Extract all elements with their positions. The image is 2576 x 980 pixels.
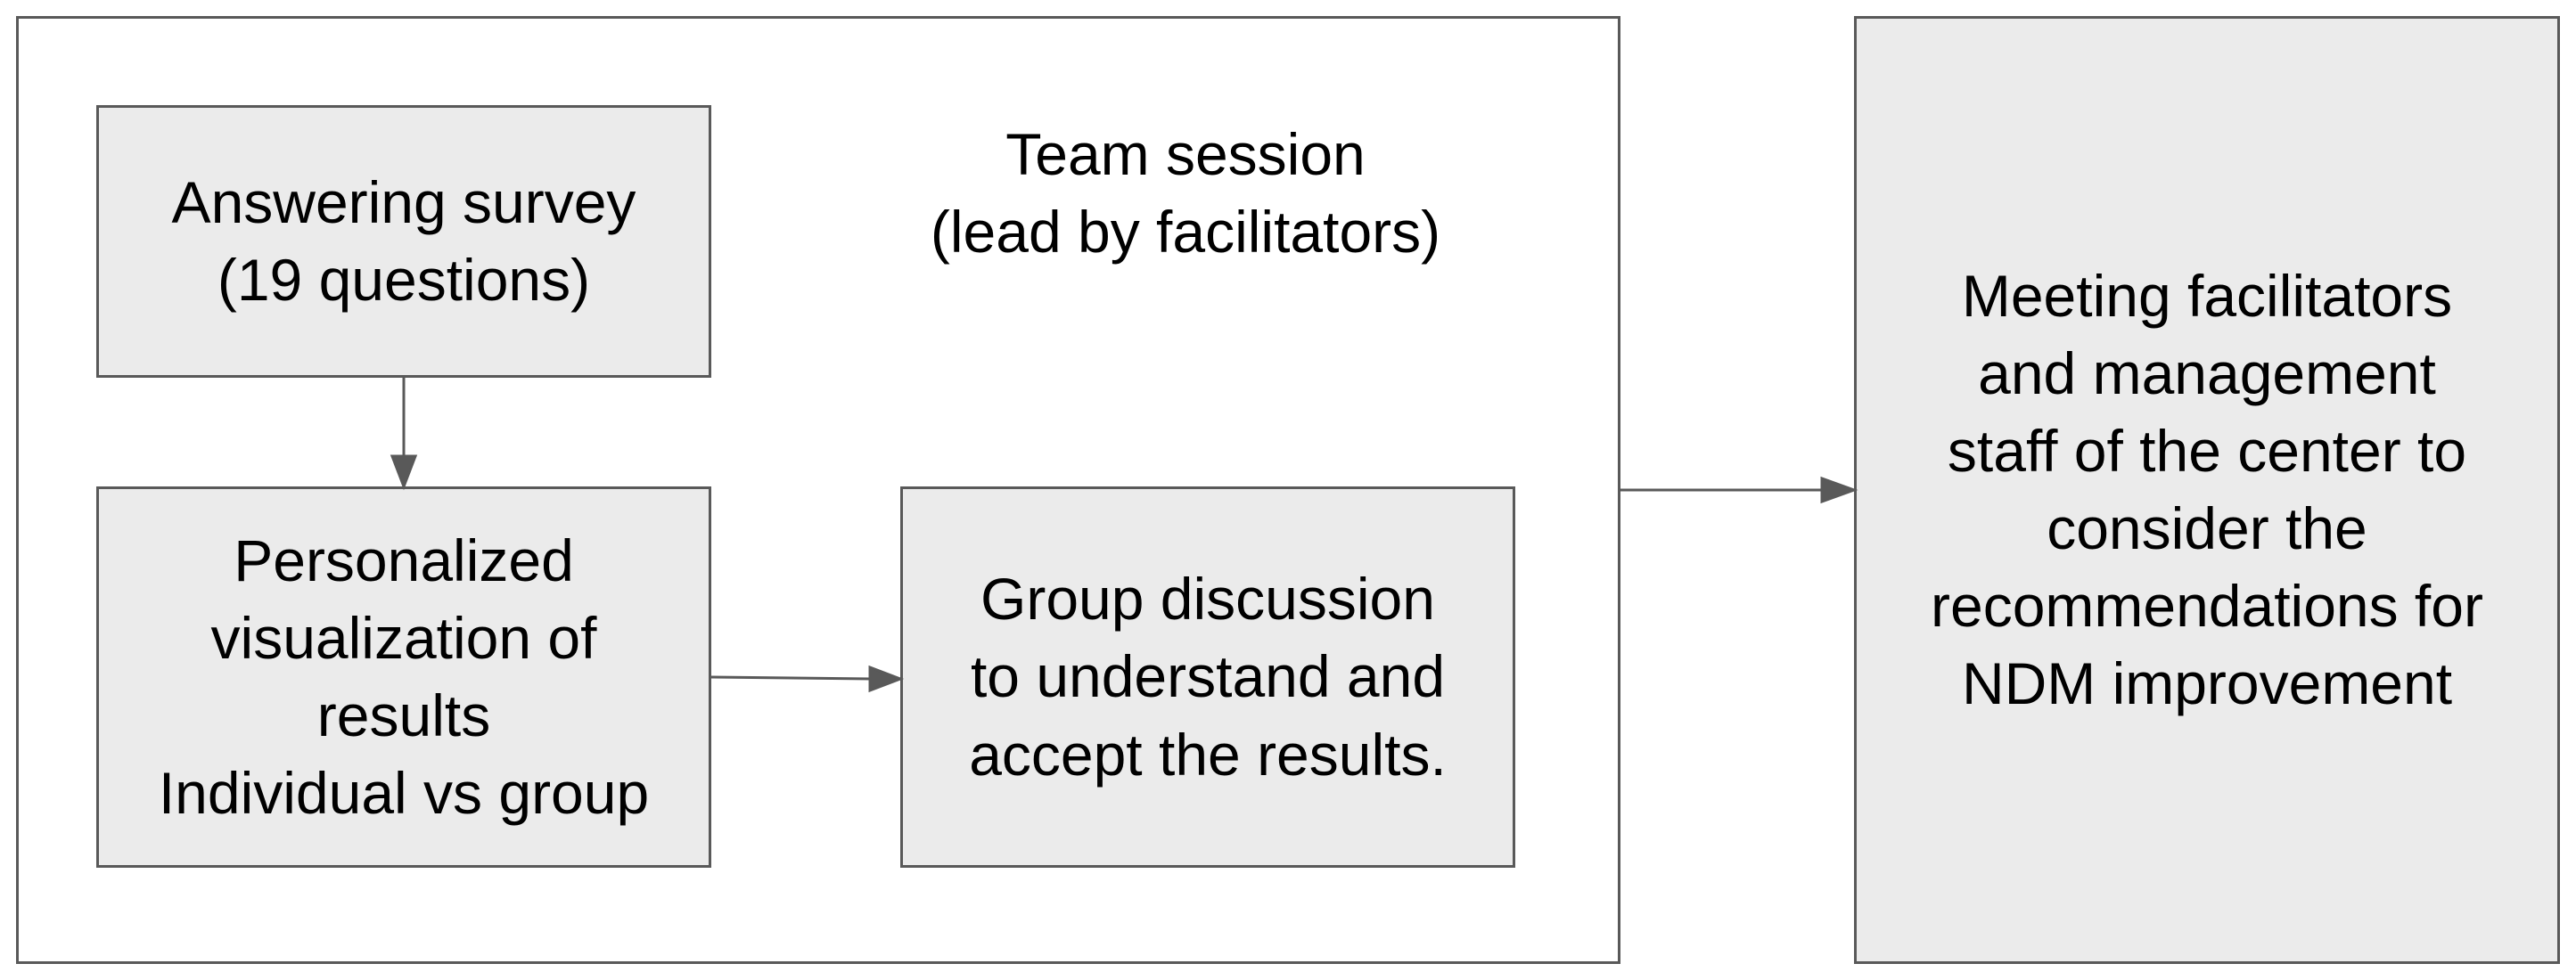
answering-survey-box: Answering survey (19 questions) [96,105,711,378]
group-discussion-box: Group discussion to understand and accep… [900,486,1515,868]
meeting-facilitators-label: Meeting facilitators and management staf… [1931,262,2483,717]
arrowhead-session-to-meeting [1820,476,1858,504]
arrowhead-visualization-to-discussion [868,665,905,693]
personalized-visualization-label: Personalized visualization of results In… [158,527,650,827]
team-session-title: Team session (lead by facilitators) [930,121,1441,265]
answering-survey-label: Answering survey (19 questions) [171,168,636,313]
meeting-facilitators-box: Meeting facilitators and management staf… [1854,16,2560,964]
arrowhead-survey-to-visualization [390,454,418,491]
arrow-visualization-to-discussion [710,675,873,681]
group-discussion-label: Group discussion to understand and accep… [969,566,1447,788]
